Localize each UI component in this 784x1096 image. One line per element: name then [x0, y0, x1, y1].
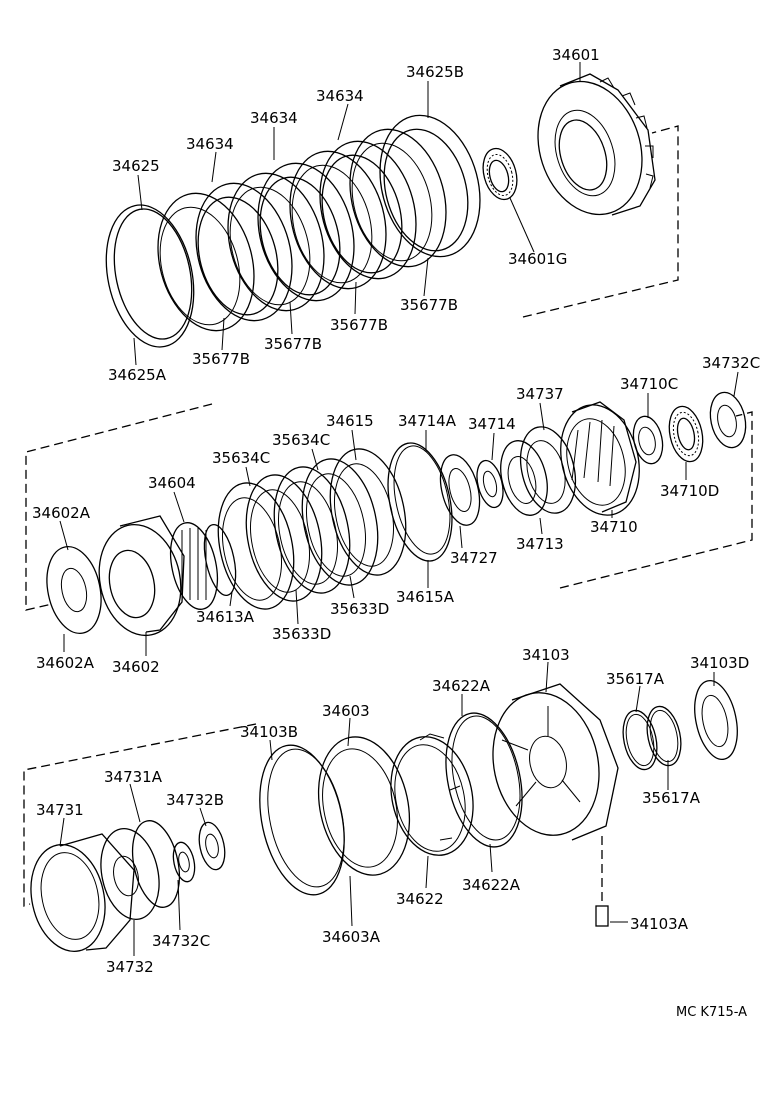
label-35633D-b: 35633D [272, 625, 331, 643]
diagram-code: MC K715-A [676, 1005, 747, 1020]
label-34710: 34710 [590, 518, 638, 536]
label-35677B-c: 35677B [264, 335, 322, 353]
part-34732-hub [100, 827, 160, 921]
label-34625A: 34625A [108, 366, 167, 384]
middle-leader-lines [59, 371, 739, 656]
label-34731A: 34731A [104, 768, 163, 786]
label-35677B-b: 35677B [330, 316, 388, 334]
part-34714-bearing [476, 459, 504, 509]
label-34622A-top: 34622A [432, 677, 491, 695]
part-34601G-bearing [482, 147, 518, 201]
label-35634C-b: 35634C [212, 449, 270, 467]
part-34602-piston [98, 515, 185, 637]
part-34103D-washer [694, 680, 738, 760]
label-34622A-bot: 34622A [462, 876, 521, 894]
label-34615: 34615 [326, 412, 374, 430]
top-row-assembly: 34601 34625B 34634 34634 34634 34625 346… [105, 46, 679, 384]
label-34603A: 34603A [322, 928, 381, 946]
label-34625B: 34625B [406, 63, 464, 81]
label-34634-a: 34634 [316, 87, 364, 105]
label-34602: 34602 [112, 658, 160, 676]
label-34601: 34601 [552, 46, 600, 64]
part-brake-plates-stack [217, 448, 407, 610]
bottom-row-assembly: 34103 34103D 34622A 35617A 34603 34103B … [23, 646, 749, 976]
part-34710-planetary-gear [560, 401, 640, 516]
label-34602A-bot: 34602A [36, 654, 95, 672]
part-34603-band [317, 736, 411, 876]
label-35677B-a: 35677B [400, 296, 458, 314]
part-34732B-bearing [198, 821, 226, 871]
part-34625-snap-ring [105, 204, 195, 348]
label-34601G: 34601G [508, 250, 567, 268]
label-35617A-bot: 35617A [642, 789, 701, 807]
part-34103-drum [492, 683, 619, 841]
label-34731: 34731 [36, 801, 84, 819]
part-34103A-bolt [595, 836, 628, 927]
part-34713-hub [500, 440, 548, 516]
label-34714A: 34714A [398, 412, 457, 430]
label-35634C-a: 35634C [272, 431, 330, 449]
label-34615A: 34615A [396, 588, 455, 606]
label-34103D: 34103D [690, 654, 749, 672]
label-34103A: 34103A [630, 915, 689, 933]
label-34603: 34603 [322, 702, 370, 720]
top-leader-lines [133, 62, 581, 366]
label-34732: 34732 [106, 958, 154, 976]
label-35677B-d: 35677B [192, 350, 250, 368]
part-34727-race [439, 454, 481, 526]
label-34732C-top: 34732C [702, 354, 760, 372]
label-34713: 34713 [516, 535, 564, 553]
label-34727: 34727 [450, 549, 498, 567]
label-34737: 34737 [516, 385, 564, 403]
part-34103B-snap-ring [259, 744, 345, 896]
label-34613A: 34613A [196, 608, 255, 626]
part-34737-gear [519, 426, 577, 514]
label-35617A-top: 35617A [606, 670, 665, 688]
part-34601-clutch-drum [537, 73, 656, 216]
label-34710D: 34710D [660, 482, 719, 500]
label-34634-b: 34634 [250, 109, 298, 127]
part-34602A-washer [46, 545, 102, 635]
part-34732C-washer [709, 391, 747, 449]
part-34710D-bearing [668, 405, 704, 463]
bottom-leader-lines [59, 661, 715, 956]
label-34602A-top: 34602A [32, 504, 91, 522]
part-34731-ring-gear [30, 833, 135, 952]
part-35617A-seal-rings [622, 705, 682, 771]
part-34622A-rings [445, 712, 523, 848]
label-34103: 34103 [522, 646, 570, 664]
label-34103B: 34103B [240, 723, 298, 741]
label-35633D-a: 35633D [330, 600, 389, 618]
label-34625: 34625 [112, 157, 160, 175]
label-34634-c: 34634 [186, 135, 234, 153]
label-34732C-bot: 34732C [152, 932, 210, 950]
part-34613A-snap-ring [203, 524, 237, 596]
label-34714: 34714 [468, 415, 516, 433]
part-34731A-snap-ring [131, 820, 181, 908]
part-34604-return-spring [169, 522, 219, 610]
part-34622-brake-band [390, 733, 474, 856]
label-34604: 34604 [148, 474, 196, 492]
part-clutch-plates-stack [157, 114, 481, 332]
label-34732B: 34732B [166, 791, 224, 809]
middle-row-assembly: 34732C 34737 34710C 34615 34714A 34714 3… [25, 354, 760, 676]
label-34622: 34622 [396, 890, 444, 908]
label-34710C: 34710C [620, 375, 678, 393]
part-34615-snap-ring [387, 442, 453, 562]
part-34732C-washer-bottom [172, 841, 196, 883]
